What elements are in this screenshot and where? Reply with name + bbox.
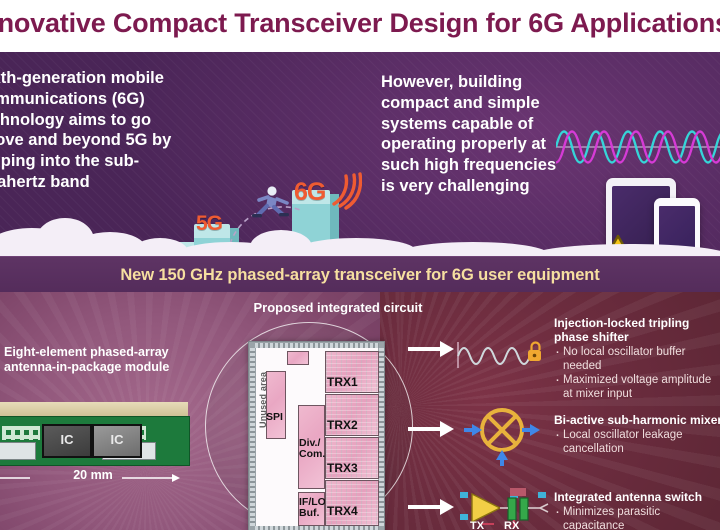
bar-side-face — [330, 194, 339, 256]
ray-texture-right — [380, 292, 720, 530]
ic-chip-1: IC — [42, 424, 92, 458]
six-g-label: 6G — [294, 178, 326, 206]
svg-text:RX: RX — [504, 520, 520, 530]
antenna-switch-icon: TX RX — [460, 488, 549, 530]
circuit-caption: Proposed integrated circuit — [253, 300, 423, 315]
chip-block-iflo-label: IF/LO Buf. — [299, 496, 326, 520]
sine-wave-lock-icon — [457, 341, 541, 368]
module-caption: Eight-element phased-array antenna-in-pa… — [4, 345, 170, 375]
bond-pads-bottom — [255, 526, 379, 530]
feature-3-bullet-1: Minimizes parasitic capacitance — [554, 503, 720, 530]
sine-wave-icon — [556, 130, 720, 164]
feature-3: Integrated antenna switch Minimizes para… — [554, 490, 720, 530]
intro-left-text: Sixth-generation mobile communications (… — [0, 69, 172, 191]
feature-column-background — [380, 292, 720, 530]
chip-unused-area-label: Unused area — [258, 371, 268, 428]
running-person-icon — [252, 186, 289, 218]
bond-pads-right — [379, 348, 384, 526]
feature-3-bullets: Minimizes parasitic capacitance — [554, 503, 720, 530]
feature-2: Bi-active sub-harmonic mixer Local oscil… — [554, 413, 720, 456]
cloud-band — [0, 212, 720, 256]
feature-1-title: Injection-locked tripling phase shifter — [554, 316, 690, 345]
chip-block-spi — [266, 371, 286, 439]
connector-left — [0, 442, 36, 460]
chip-block-trx1-label: TRX1 — [327, 375, 358, 389]
cloud-shape — [132, 238, 188, 256]
page-title: Innovative Compact Transceiver Design fo… — [0, 8, 720, 38]
chip-block-trx4-label: TRX4 — [327, 504, 358, 518]
svg-text:TX: TX — [470, 520, 485, 530]
cloud-shape — [296, 238, 416, 256]
cloud-shape — [530, 244, 720, 256]
chip-block-divcom — [298, 405, 325, 489]
chip-block-trx3 — [325, 437, 379, 479]
bond-pads-top — [255, 343, 379, 348]
ic-chip-2: IC — [92, 424, 142, 458]
five-g-label: 5G — [196, 212, 223, 235]
feature-1-bullet-1: No local oscillator buffer needed — [554, 343, 720, 373]
chip-block-trx2 — [325, 394, 379, 436]
feature-1: Injection-locked tripling phase shifter … — [554, 316, 720, 401]
section-banner-text: New 150 GHz phased-array transceiver for… — [120, 265, 600, 284]
chip-block-misc — [287, 351, 309, 365]
chip-block-divcom-label: Div./ Com. — [299, 437, 326, 461]
chip-die: SPI Unused area Div./ Com. IF/LO Buf. TR… — [248, 341, 385, 530]
feature-2-title: Bi-active sub-harmonic mixer — [554, 413, 720, 427]
pad-grid-left — [2, 426, 40, 440]
feature-2-bullets: Local oscillator leakage cancellation — [554, 426, 720, 456]
feature-1-bullets: No local oscillator buffer needed Maximi… — [554, 343, 720, 401]
feature-2-bullet-1: Local oscillator leakage cancellation — [554, 426, 720, 456]
bond-pads-left — [250, 348, 255, 526]
antenna-in-package-module: IC IC — [0, 402, 190, 470]
chip-block-spi-label: SPI — [266, 411, 283, 423]
chip-block-trx3-label: TRX3 — [327, 461, 358, 475]
ic-chip-1-label: IC — [60, 432, 74, 447]
ic-chip-2-label: IC — [110, 432, 124, 447]
module-substrate — [0, 402, 188, 416]
intro-right-text: However, building compact and simple sys… — [381, 73, 557, 195]
bar-top-face — [292, 190, 330, 204]
signal-waves-icon — [332, 172, 362, 210]
callout-arrow-2 — [408, 421, 454, 437]
feature-1-bullet-2: Maximized voltage amplitude at mixer inp… — [554, 371, 720, 401]
mixer-circle-x-icon — [464, 408, 540, 466]
chip-block-trx4 — [325, 480, 379, 526]
chip-block-trx2-label: TRX2 — [327, 418, 358, 432]
background-texture — [0, 52, 720, 256]
callout-arrow-3 — [408, 499, 454, 515]
bar-top-face — [194, 224, 230, 238]
chip-block-iflo — [298, 492, 325, 526]
cloud-shape — [398, 242, 548, 256]
section-banner: New 150 GHz phased-array transceiver for… — [0, 256, 720, 294]
dimension-line — [0, 474, 180, 482]
intro-panel: Sixth-generation mobile communications (… — [0, 52, 720, 256]
chip-block-trx1 — [325, 351, 379, 393]
title-bar: Innovative Compact Transceiver Design fo… — [0, 0, 720, 52]
feature-3-title: Integrated antenna switch — [554, 490, 703, 504]
callout-arrow-1 — [408, 341, 454, 357]
module-dimension-label: 20 mm — [73, 468, 113, 482]
